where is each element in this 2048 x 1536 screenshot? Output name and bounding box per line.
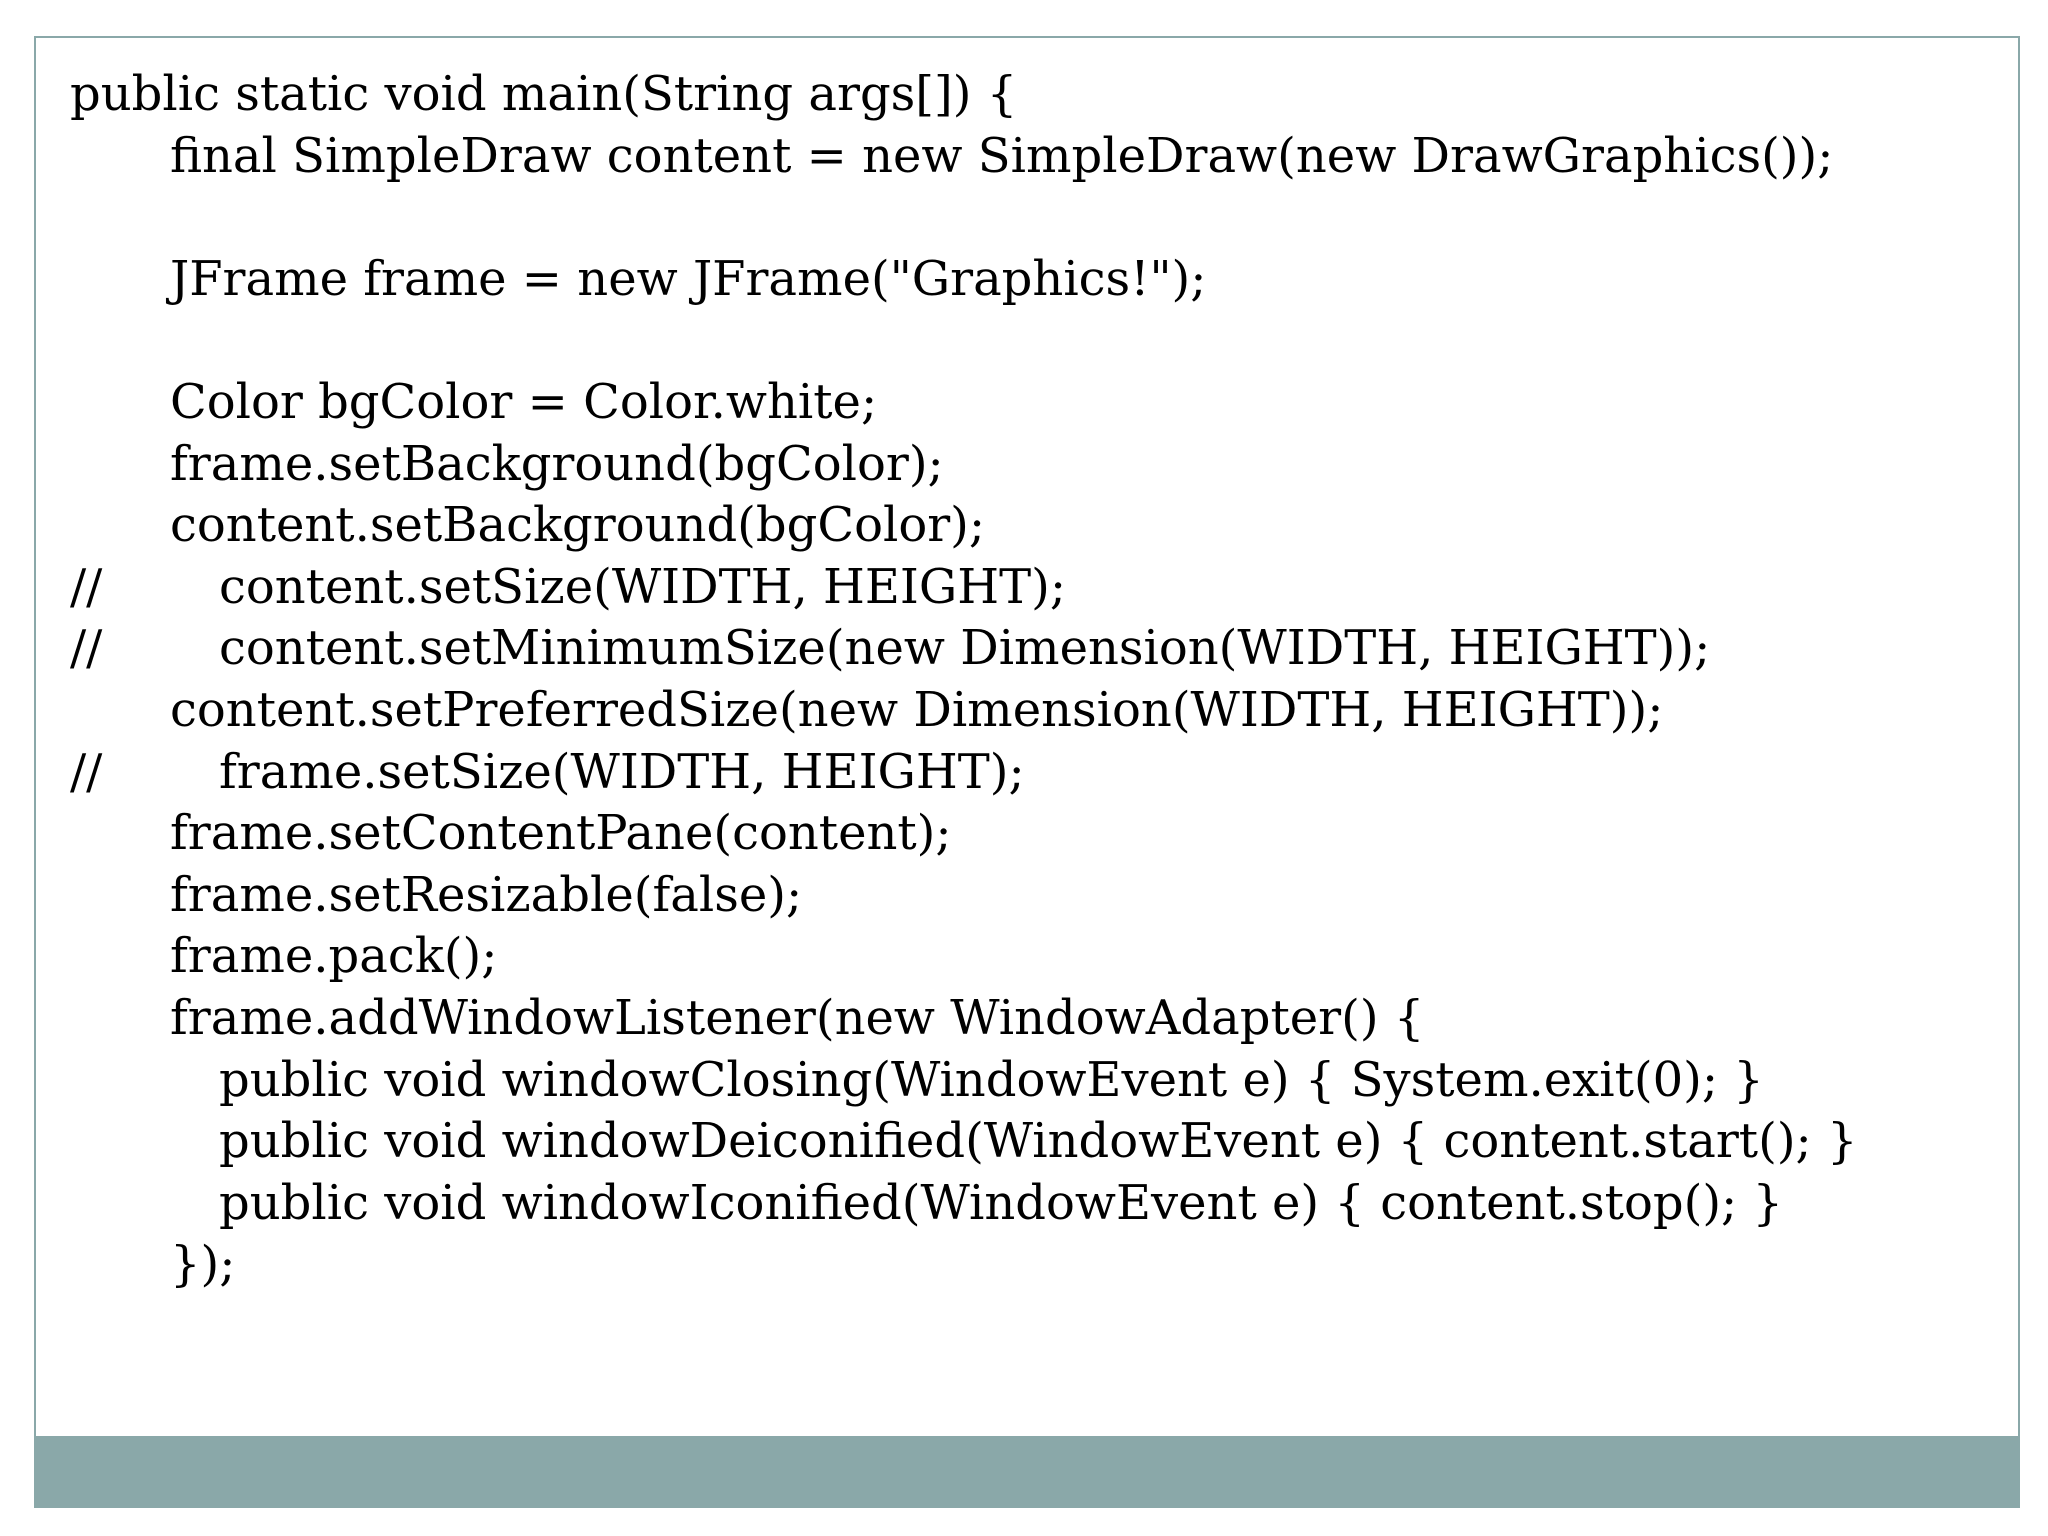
code-text: content.setMinimumSize(new Dimension(WID… xyxy=(219,620,1711,677)
code-line: public void windowClosing(WindowEvent e)… xyxy=(70,1050,1970,1112)
code-line: // content.setMinimumSize(new Dimension(W… xyxy=(70,618,1970,680)
code-text: public void windowClosing(WindowEvent e)… xyxy=(219,1051,1764,1108)
code-line: // content.setSize(WIDTH, HEIGHT); xyxy=(70,557,1970,619)
code-line: Color bgColor = Color.white; xyxy=(70,372,1970,434)
code-line: frame.addWindowListener(new WindowAdapte… xyxy=(70,988,1970,1050)
code-line xyxy=(70,310,1970,372)
code-text: public void windowDeiconified(WindowEven… xyxy=(219,1113,1858,1170)
comment-marker: // xyxy=(70,620,103,677)
code-line: public static void main(String args[]) { xyxy=(70,64,1970,126)
code-line: frame.setBackground(bgColor); xyxy=(70,434,1970,496)
code-text: public void windowIconified(WindowEvent … xyxy=(219,1174,1784,1231)
code-text: frame.setBackground(bgColor); xyxy=(170,435,944,492)
comment-marker: // xyxy=(70,558,103,615)
comment-marker: // xyxy=(70,743,103,800)
code-text: final SimpleDraw content = new SimpleDra… xyxy=(170,127,1834,184)
code-text: frame.setResizable(false); xyxy=(170,866,803,923)
code-block: public static void main(String args[]) {… xyxy=(70,64,1970,1296)
code-text: frame.setContentPane(content); xyxy=(170,805,952,862)
code-line: final SimpleDraw content = new SimpleDra… xyxy=(70,126,1970,188)
code-line: content.setPreferredSize(new Dimension(W… xyxy=(70,680,1970,742)
code-line: }); xyxy=(70,1234,1970,1296)
code-line: public void windowDeiconified(WindowEven… xyxy=(70,1111,1970,1173)
code-line: frame.pack(); xyxy=(70,926,1970,988)
slide-frame: public static void main(String args[]) {… xyxy=(34,36,2020,1508)
code-text: frame.setSize(WIDTH, HEIGHT); xyxy=(219,743,1025,800)
code-text: JFrame frame = new JFrame("Graphics!"); xyxy=(170,250,1207,307)
code-line: JFrame frame = new JFrame("Graphics!"); xyxy=(70,249,1970,311)
code-text: public static void main(String args[]) { xyxy=(70,66,1018,122)
code-line: content.setBackground(bgColor); xyxy=(70,495,1970,557)
code-text: content.setSize(WIDTH, HEIGHT); xyxy=(219,558,1066,615)
code-text: content.setPreferredSize(new Dimension(W… xyxy=(170,681,1664,738)
code-text: frame.addWindowListener(new WindowAdapte… xyxy=(170,989,1425,1046)
code-line: public void windowIconified(WindowEvent … xyxy=(70,1173,1970,1235)
code-text: frame.pack(); xyxy=(170,928,498,985)
code-line: frame.setResizable(false); xyxy=(70,865,1970,927)
code-line xyxy=(70,187,1970,249)
code-text: Color bgColor = Color.white; xyxy=(170,373,878,430)
code-line: frame.setContentPane(content); xyxy=(70,803,1970,865)
code-text: content.setBackground(bgColor); xyxy=(170,497,986,554)
footer-band xyxy=(36,1436,2018,1506)
code-line: // frame.setSize(WIDTH, HEIGHT); xyxy=(70,742,1970,804)
code-text: }); xyxy=(170,1236,236,1293)
